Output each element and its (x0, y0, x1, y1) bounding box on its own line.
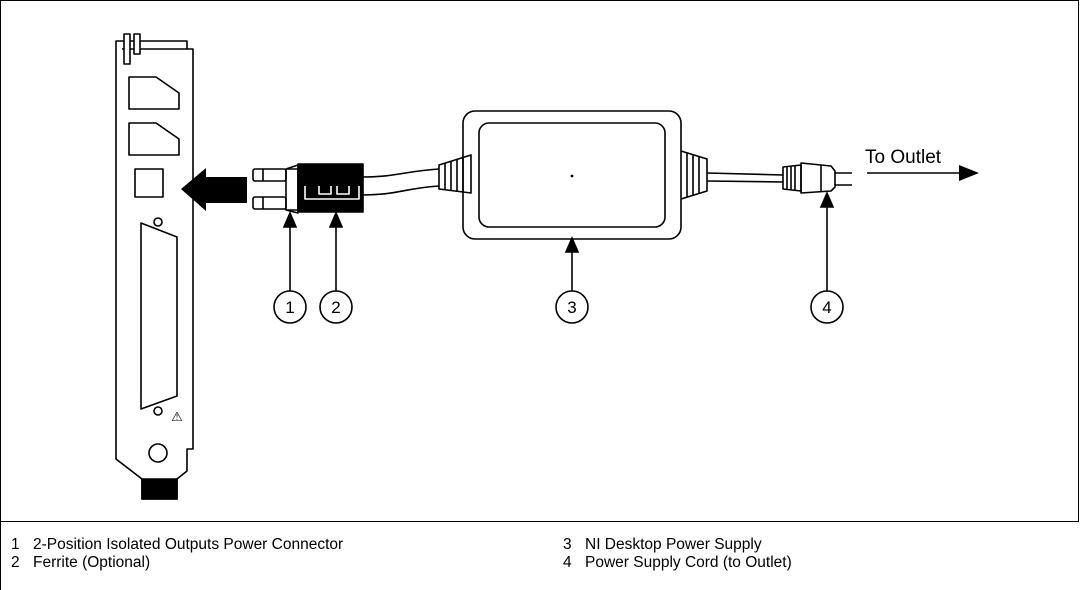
callout-4 (810, 290, 844, 324)
legend-item-number: 2 (11, 554, 20, 571)
dc-cable (362, 168, 440, 178)
insertion-arrow-icon (181, 168, 247, 211)
outlet-label: To Outlet (865, 147, 942, 168)
legend-item-label: 2-Position Isolated Outputs Power Connec… (33, 536, 344, 553)
outlet-arrowhead-icon (959, 165, 979, 181)
legend-item-label: NI Desktop Power Supply (585, 536, 762, 553)
legend-item: 4 Power Supply Cord (to Outlet) (563, 554, 792, 572)
callout-3 (555, 290, 589, 324)
diagram-frame: ⚠ (0, 0, 1079, 522)
power-connection-diagram: ⚠ (115, 33, 979, 500)
callout-4-label: 4 (822, 298, 831, 317)
legend-item-number: 1 (11, 536, 20, 553)
legend-item-label: Ferrite (Optional) (33, 554, 151, 571)
warning-icon: ⚠ (171, 409, 183, 424)
callout-1 (273, 290, 307, 324)
legend-item: 3 NI Desktop Power Supply (563, 536, 762, 554)
legend-item: 2 Ferrite (Optional) (11, 554, 150, 572)
callout-2-label: 2 (331, 298, 340, 317)
ferrite (297, 163, 364, 213)
callout-3-label: 3 (567, 298, 576, 317)
ac-cord (706, 172, 784, 183)
figure-legend: 1 2-Position Isolated Outputs Power Conne… (0, 522, 1081, 590)
legend-item-number: 4 (563, 554, 572, 571)
callout-2 (319, 290, 353, 324)
legend-item: 1 2-Position Isolated Outputs Power Conne… (11, 536, 343, 554)
legend-item-label: Power Supply Cord (to Outlet) (585, 554, 792, 571)
legend-item-number: 3 (563, 536, 572, 553)
pci-bracket (115, 33, 194, 500)
ac-plug (782, 162, 852, 194)
ac-strain-relief (680, 150, 708, 200)
strain-relief (438, 154, 472, 194)
power-connector (252, 164, 299, 214)
callout-1-label: 1 (285, 298, 294, 317)
